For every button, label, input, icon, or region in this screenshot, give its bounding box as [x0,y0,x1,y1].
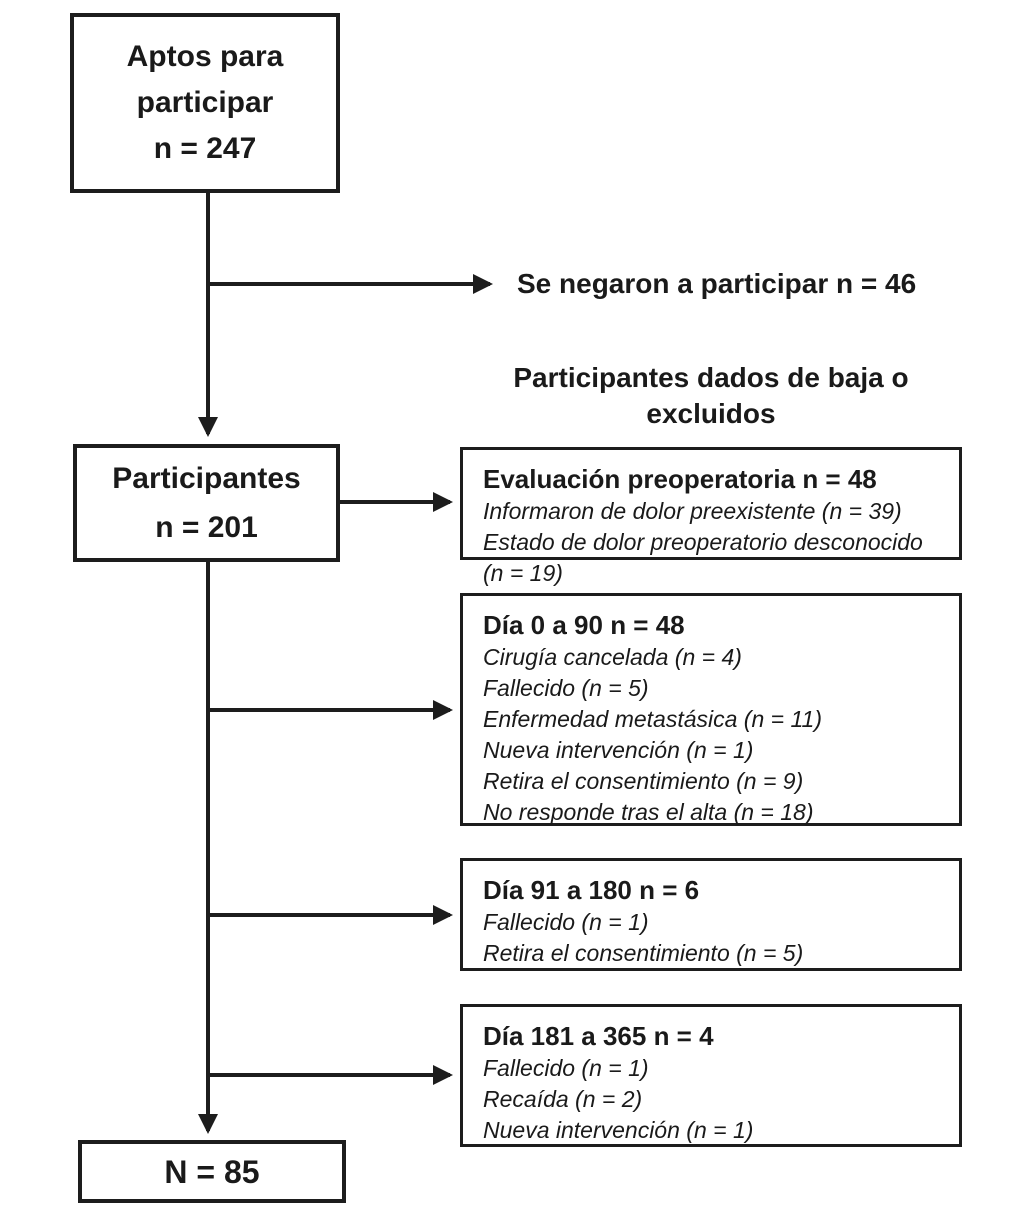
final-count-box: N = 85 [78,1140,346,1203]
exclusion-item: Fallecido (n = 5) [483,675,649,701]
exclusion-item: Fallecido (n = 1) [483,909,649,935]
exclusion-box-day-91-180: Día 91 a 180 n = 6 Fallecido (n = 1) Ret… [460,858,962,971]
exclusion-box-title: Día 0 a 90 n = 48 [483,610,685,640]
exclusion-box-day-181-365: Día 181 a 365 n = 4 Fallecido (n = 1) Re… [460,1004,962,1147]
declined-label: Se negaron a participar n = 46 [517,268,917,299]
exclusion-box-title: Día 91 a 180 n = 6 [483,875,700,905]
exclusion-item: Informaron de dolor preexistente (n = 39… [483,498,902,524]
participants-box: Participantes n = 201 [73,444,340,562]
exclusions-heading: Participantes dados de baja o excluidos [513,362,909,429]
eligible-box: Aptos para participar n = 247 [70,13,340,193]
exclusion-item: Fallecido (n = 1) [483,1055,649,1081]
exclusion-item: Cirugía cancelada (n = 4) [483,644,742,670]
exclusion-item: Retira el consentimiento (n = 9) [483,768,804,794]
final-count: N = 85 [164,1153,260,1190]
exclusion-item: No responde tras el alta (n = 18) [483,799,814,825]
participants-box-count: n = 201 [155,511,258,544]
exclusion-item: Retira el consentimiento (n = 5) [483,940,804,966]
exclusion-item: Recaída (n = 2) [483,1086,643,1112]
exclusion-box-title: Evaluación preoperatoria n = 48 [483,464,877,494]
exclusion-box-preoperative: Evaluación preoperatoria n = 48 Informar… [460,447,962,586]
exclusion-box-day-0-90: Día 0 a 90 n = 48 Cirugía cancelada (n =… [460,593,962,826]
exclusion-item: Estado de dolor preoperatorio desconocid… [483,529,923,586]
exclusion-box-title: Día 181 a 365 n = 4 [483,1021,714,1051]
participants-box-title: Participantes [112,462,301,495]
eligible-box-title: Aptos para participar [126,40,284,119]
exclusion-item: Enfermedad metastásica (n = 11) [483,706,822,732]
eligible-box-count: n = 247 [153,132,257,165]
exclusion-item: Nueva intervención (n = 1) [483,737,754,763]
exclusion-item: Nueva intervención (n = 1) [483,1117,754,1143]
